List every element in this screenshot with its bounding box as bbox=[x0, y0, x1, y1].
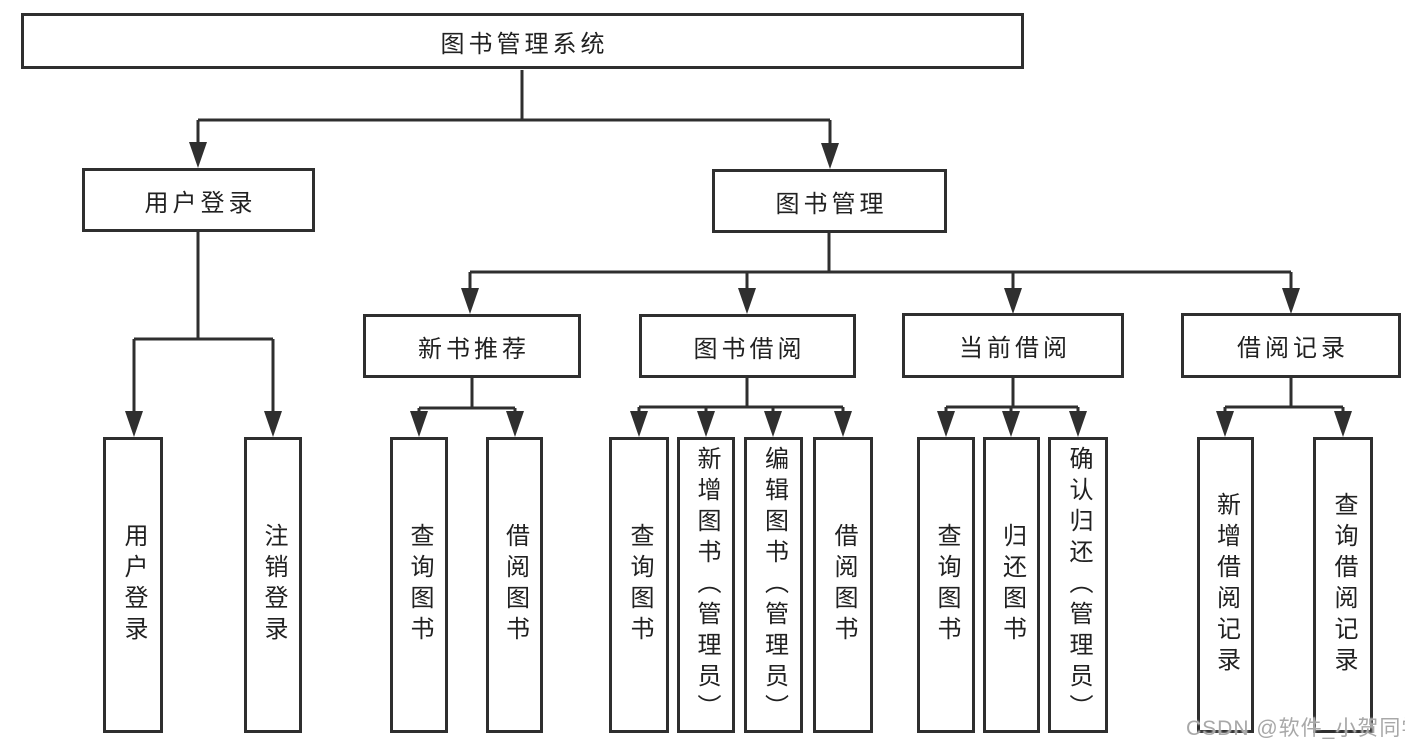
connector-user-login-to-leaves bbox=[125, 232, 282, 437]
connector-new-book-to-leaves bbox=[410, 378, 524, 437]
arrowhead bbox=[410, 411, 428, 437]
leaf-query-books-borrowing: 查询图书 bbox=[609, 437, 669, 733]
arrowhead bbox=[1282, 288, 1300, 314]
arrowhead bbox=[125, 411, 143, 437]
leaf-return-books: 归还图书 bbox=[983, 437, 1040, 733]
arrowhead bbox=[1002, 411, 1020, 437]
leaf-add-books-admin: 新增图书（管理员） bbox=[677, 437, 735, 733]
leaf-query-books-current: 查询图书 bbox=[917, 437, 975, 733]
arrowhead bbox=[1216, 411, 1234, 437]
arrowhead bbox=[506, 411, 524, 437]
connector-root-to-level2 bbox=[189, 70, 839, 169]
arrowhead bbox=[189, 142, 207, 168]
arrowhead bbox=[264, 411, 282, 437]
node-borrowing-records: 借阅记录 bbox=[1181, 313, 1401, 378]
leaf-borrow-books-recommend: 借阅图书 bbox=[486, 437, 543, 733]
leaf-query-borrow-record: 查询借阅记录 bbox=[1313, 437, 1373, 733]
leaf-add-borrow-record: 新增借阅记录 bbox=[1197, 437, 1254, 733]
leaf-user-login: 用户登录 bbox=[103, 437, 163, 733]
leaf-confirm-return-admin: 确认归还（管理员） bbox=[1048, 437, 1108, 733]
connector-book-borrowing-to-leaves bbox=[630, 378, 852, 437]
node-library-management-system: 图书管理系统 bbox=[21, 13, 1024, 69]
connector-borrowing-records-to-leaves bbox=[1216, 378, 1352, 437]
leaf-query-books-recommend: 查询图书 bbox=[390, 437, 448, 733]
arrowhead bbox=[630, 411, 648, 437]
arrowhead bbox=[461, 288, 479, 314]
leaf-borrow-books-borrowing: 借阅图书 bbox=[813, 437, 873, 733]
arrowhead bbox=[1069, 411, 1087, 437]
arrowhead bbox=[937, 411, 955, 437]
node-book-management: 图书管理 bbox=[712, 169, 947, 233]
arrowhead bbox=[821, 143, 839, 169]
arrowhead bbox=[764, 411, 782, 437]
connector-current-borrowing-to-leaves bbox=[937, 378, 1087, 437]
arrowhead bbox=[738, 288, 756, 314]
arrowhead bbox=[1334, 411, 1352, 437]
node-new-book-recommend: 新书推荐 bbox=[363, 314, 581, 378]
node-current-borrowing: 当前借阅 bbox=[902, 313, 1124, 378]
arrowhead bbox=[1004, 288, 1022, 314]
node-user-login: 用户登录 bbox=[82, 168, 315, 232]
connector-book-management-to-level3 bbox=[461, 233, 1300, 314]
arrowhead bbox=[697, 411, 715, 437]
node-book-borrowing: 图书借阅 bbox=[639, 314, 856, 378]
csdn-watermark: CSDN @软件_小贺同学 bbox=[1186, 717, 1405, 740]
leaf-edit-books-admin: 编辑图书（管理员） bbox=[744, 437, 803, 733]
leaf-logout: 注销登录 bbox=[244, 437, 302, 733]
arrowhead bbox=[834, 411, 852, 437]
